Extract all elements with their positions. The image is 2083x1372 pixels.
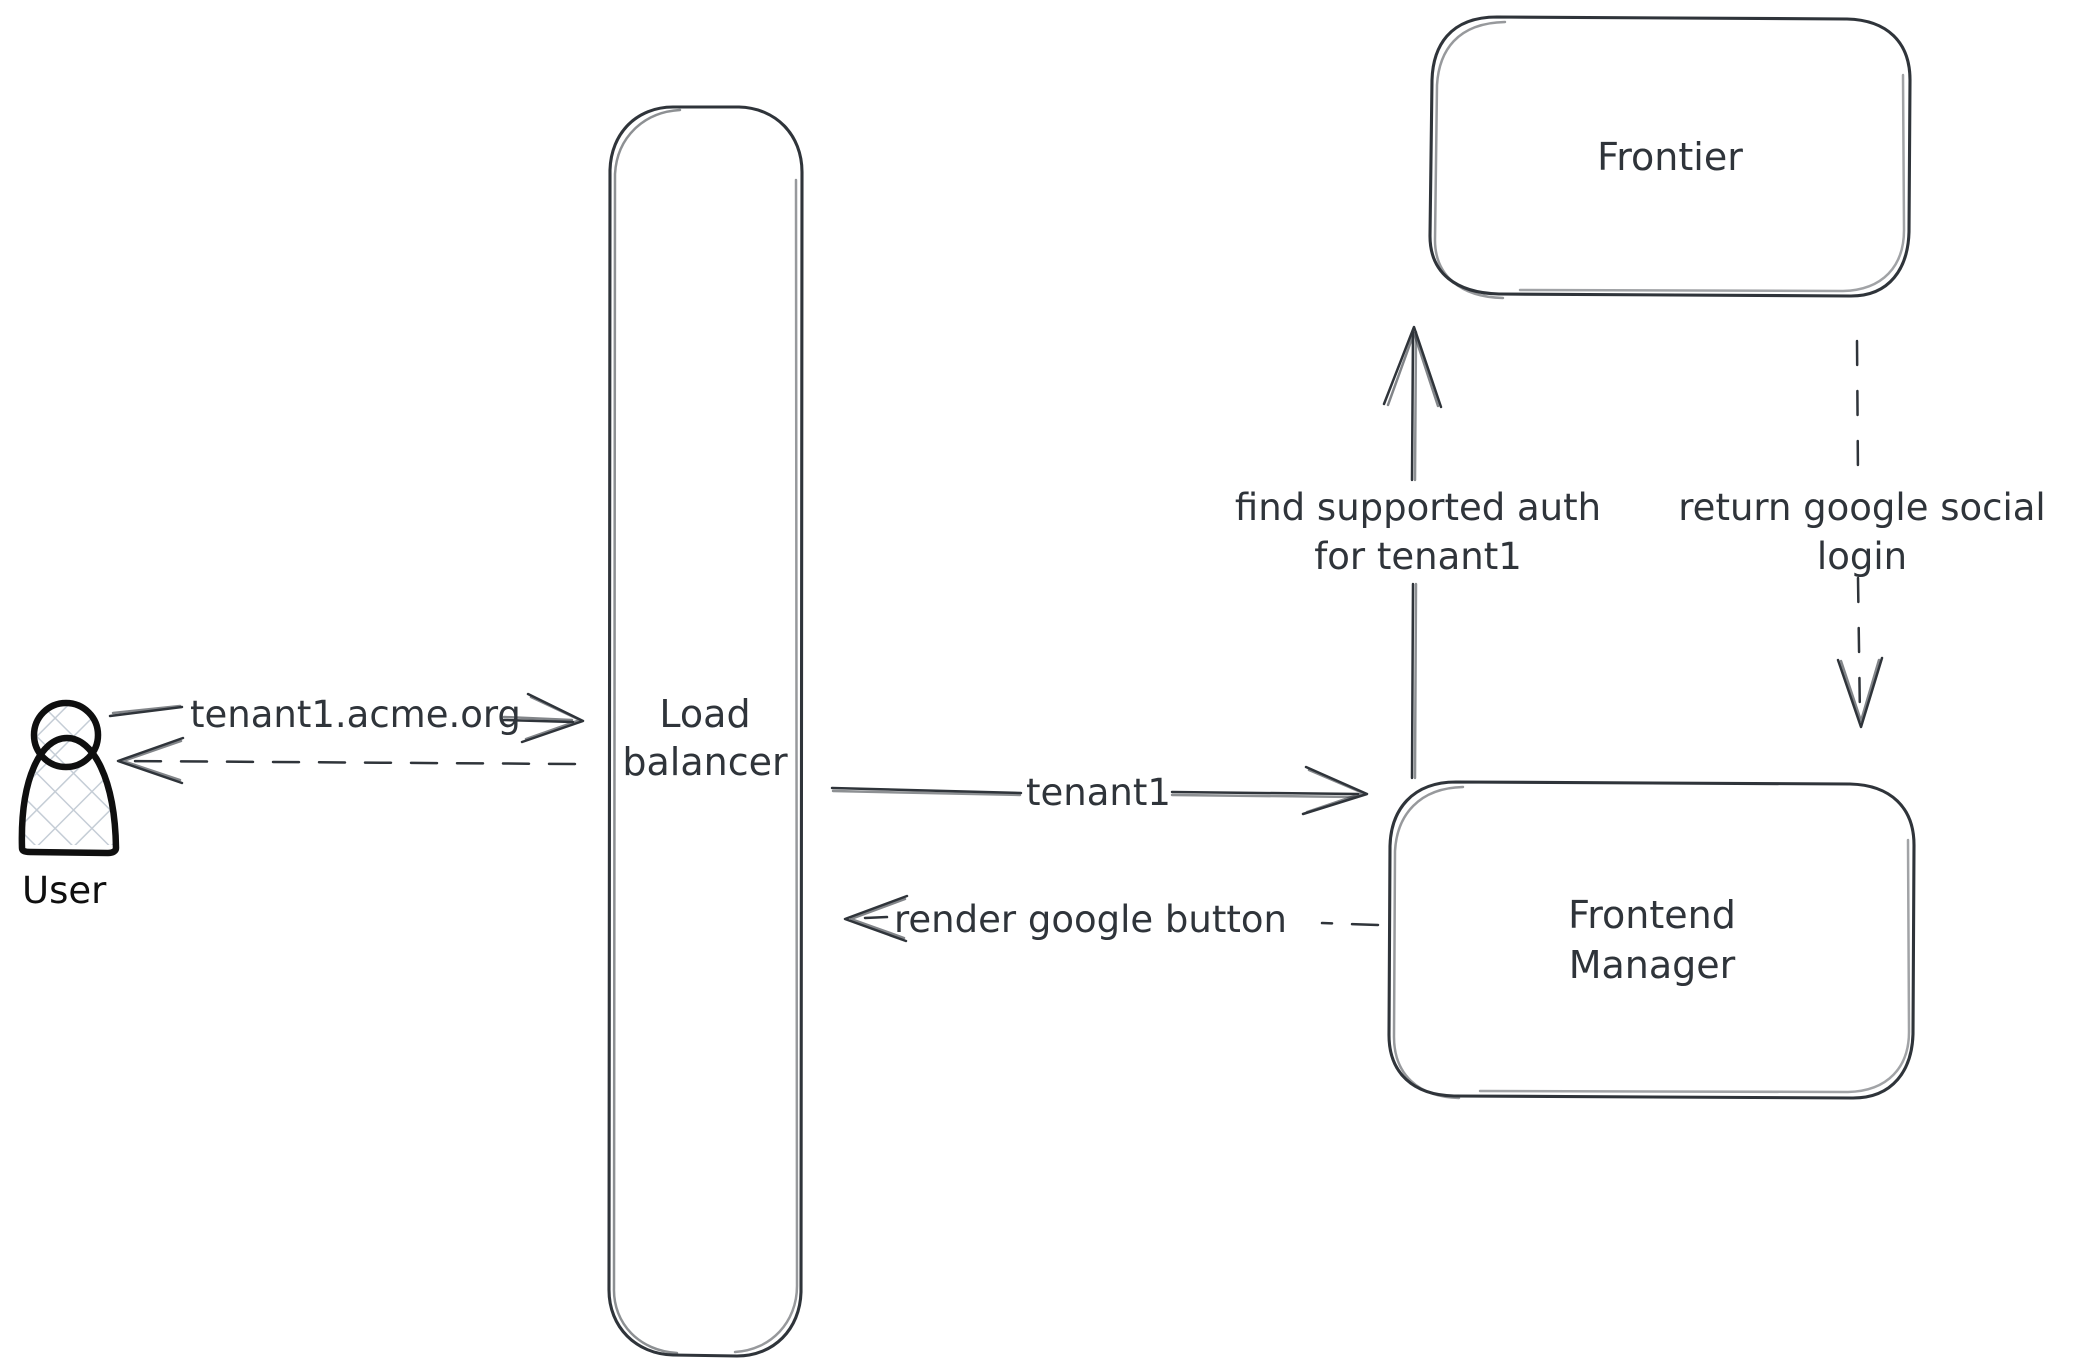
edge-label-find-supported-auth-line2: for tenant1 [1314, 535, 1522, 578]
edge-label-find-supported-auth-line1: find supported auth [1235, 486, 1601, 529]
user-actor-label: User [22, 869, 107, 912]
edge-label-return-google-social-line1: return google social [1678, 486, 2045, 529]
edge-frontend-manager-to-load-balancer[interactable]: render google button [843, 894, 1380, 943]
load-balancer-node[interactable]: Load balancer [607, 105, 804, 1358]
load-balancer-label-line2: balancer [622, 740, 788, 784]
frontier-node[interactable]: Frontier [1428, 15, 1912, 300]
edge-label-return-google-social-line2: login [1817, 535, 1907, 578]
load-balancer-label-line1: Load [659, 692, 750, 736]
edge-load-balancer-to-user[interactable] [116, 736, 577, 785]
edge-load-balancer-to-frontend-manager[interactable]: tenant1 [830, 765, 1369, 816]
edge-frontend-manager-to-frontier[interactable]: find supported auth for tenant1 [1235, 325, 1601, 780]
frontend-manager-label-line1: Frontend [1568, 893, 1736, 937]
edge-frontier-to-frontend-manager[interactable]: return google social login [1678, 339, 2046, 729]
frontend-manager-node[interactable]: Frontend Manager [1387, 780, 1916, 1100]
edge-user-to-load-balancer[interactable]: tenant1.acme.org [108, 692, 585, 744]
frontend-manager-label-line2: Manager [1569, 943, 1736, 987]
frontier-label: Frontier [1597, 135, 1743, 179]
edge-label-tenant1: tenant1 [1026, 771, 1171, 814]
edge-label-render-google-button: render google button [894, 898, 1287, 941]
edge-label-tenant1-acme-org: tenant1.acme.org [190, 693, 521, 736]
user-actor[interactable]: User [18, 699, 120, 912]
